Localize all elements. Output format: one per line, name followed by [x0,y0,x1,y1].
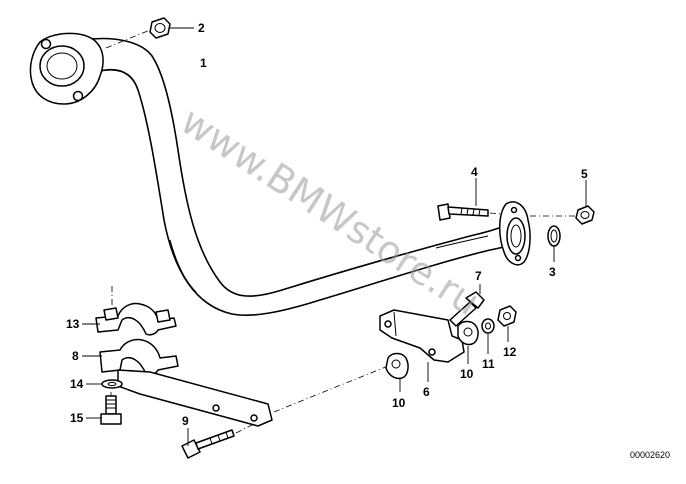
callout-3: 3 [549,265,556,279]
outlet-flange [499,201,531,266]
nut-small [575,205,595,225]
callout-7: 7 [475,269,482,283]
gasket [547,225,561,247]
inlet-flange [29,32,104,105]
callout-4: 4 [471,165,478,179]
nut-right [497,305,517,327]
callout-5: 5 [581,167,588,181]
callout-6: 6 [423,385,430,399]
clamp-bracket [99,338,273,427]
bolt-bracket [449,291,485,327]
washer-right [481,318,495,334]
clamp-upper [95,302,177,336]
exhaust-pipe [83,37,515,317]
callout-13: 13 [66,317,80,331]
callout-11: 11 [482,357,495,371]
callout-9: 9 [182,414,189,428]
washer [101,379,123,389]
callout-8: 8 [72,349,79,363]
bolt-long [181,429,235,459]
callout-1: 1 [200,56,207,70]
reference-code: 00002620 [630,450,670,460]
nut [149,17,171,39]
callout-12: 12 [503,345,517,359]
pipe-bracket [379,309,465,363]
bolt-vertical [100,395,122,425]
callout-10-right: 10 [460,367,474,381]
callout-2: 2 [198,21,205,35]
rubber-mount-left [385,352,409,380]
rubber-mount-right [457,320,479,346]
callout-10-left: 10 [392,396,406,410]
callout-15: 15 [70,411,84,425]
callout-14: 14 [70,377,84,391]
bolt [437,203,489,221]
